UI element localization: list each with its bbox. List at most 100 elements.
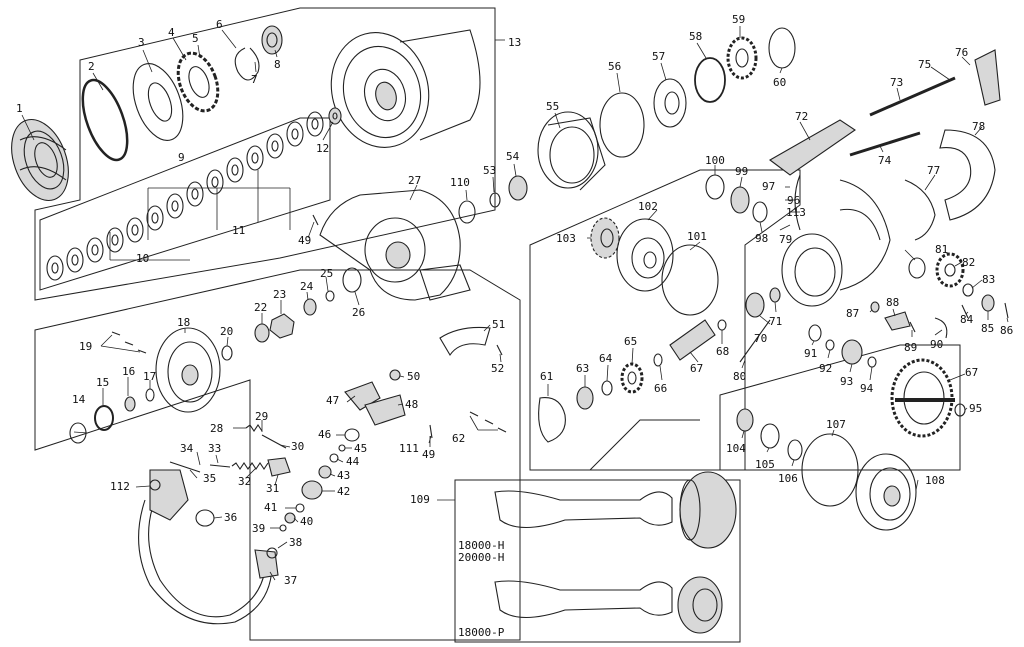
- callout-16: 16: [122, 365, 135, 378]
- part-17-drawing: [145, 388, 155, 402]
- part-53-drawing: [489, 192, 501, 208]
- part-87-drawing: [870, 301, 880, 313]
- callout-61: 61: [540, 370, 553, 383]
- screw-111-drawing: [429, 424, 433, 439]
- spool-shaft-collar-drawing: [537, 111, 606, 191]
- callout-62: 62: [452, 432, 465, 445]
- callout-67a: 67: [690, 362, 703, 375]
- screw-34-drawing: [169, 461, 201, 473]
- part-94-drawing: [867, 356, 877, 368]
- callout-92: 92: [819, 362, 832, 375]
- part-20-drawing: [221, 345, 233, 361]
- callout-109: 109: [410, 493, 430, 506]
- callout-38: 38: [289, 536, 302, 549]
- part-112-drawing: [149, 479, 161, 491]
- part-48-drawing: [364, 394, 406, 426]
- callout-37: 37: [284, 574, 297, 587]
- callout-24: 24: [300, 280, 314, 293]
- callout-97: 97: [762, 180, 775, 193]
- washer-group-box: [39, 117, 331, 291]
- callout-53: 53: [483, 164, 496, 177]
- callout-40: 40: [300, 515, 313, 528]
- callout-5: 5: [192, 32, 199, 45]
- callout-87: 87: [846, 307, 859, 320]
- callout-4: 4: [168, 26, 175, 39]
- plate-61-drawing: [538, 397, 566, 443]
- washer-57-drawing: [653, 78, 687, 128]
- spool-group-box: [34, 7, 496, 301]
- ring-60-drawing: [768, 27, 796, 69]
- ring-107-drawing: [801, 433, 859, 507]
- bushing-drawing: [261, 25, 283, 55]
- part-40-drawing: [284, 512, 296, 524]
- drive-gear-drawing: [890, 358, 955, 438]
- ring-56-drawing: [599, 92, 645, 158]
- part-71-drawing: [769, 287, 781, 303]
- callout-1: 1: [16, 102, 23, 115]
- part-81-drawing: [908, 257, 926, 279]
- bail-arm-drawing: [138, 469, 279, 625]
- part-24-drawing: [303, 298, 317, 316]
- callout-70: 70: [754, 332, 767, 345]
- callout-17: 17: [143, 370, 156, 383]
- callout-85: 85: [981, 322, 994, 335]
- callout-75: 75: [918, 58, 931, 71]
- callout-106: 106: [778, 472, 798, 485]
- screw-62c-drawing: [497, 427, 507, 433]
- callout-12: 12: [316, 142, 329, 155]
- callout-71: 71: [769, 315, 782, 328]
- screw-52-drawing: [496, 344, 503, 356]
- callout-43: 43: [337, 469, 350, 482]
- screw-49-drawing: [312, 214, 319, 226]
- bearing-70-drawing: [745, 292, 765, 318]
- callout-113: 113: [786, 206, 806, 219]
- callout-33: 33: [208, 442, 221, 455]
- callout-68: 68: [716, 345, 729, 358]
- callout-95: 95: [969, 402, 982, 415]
- callout-72: 72: [795, 110, 808, 123]
- callout-96: 96: [787, 194, 800, 207]
- reel-body-drawing: [769, 119, 891, 307]
- gear-65-drawing: [620, 362, 644, 394]
- bearing-99-drawing: [730, 186, 750, 214]
- callout-30: 30: [291, 440, 304, 453]
- nut-drawing: [328, 107, 342, 125]
- part-77-drawing: [904, 179, 936, 241]
- ring-98-drawing: [752, 201, 768, 223]
- shaft-74-drawing: [849, 131, 921, 157]
- callout-6: 6: [216, 18, 223, 31]
- part-45-drawing: [338, 444, 346, 452]
- callout-93: 93: [840, 375, 853, 388]
- callout-11: 11: [232, 224, 245, 237]
- callout-49b: 49: [422, 448, 435, 461]
- bearing-63-drawing: [576, 386, 594, 410]
- callout-27: 27: [408, 174, 421, 187]
- nut-23-drawing: [269, 313, 295, 339]
- ring-15-drawing: [94, 405, 114, 431]
- part-16-drawing: [124, 396, 136, 412]
- callout-20: 20: [220, 325, 233, 338]
- callout-98: 98: [755, 232, 768, 245]
- body-group-box: [529, 169, 801, 471]
- handle-p-drawing: [494, 576, 723, 634]
- callout-45: 45: [354, 442, 367, 455]
- callout-22: 22: [254, 301, 267, 314]
- bearing-104-drawing: [736, 408, 754, 432]
- part-44-drawing: [329, 453, 339, 463]
- part-92-drawing: [825, 339, 835, 351]
- callout-76: 76: [955, 46, 968, 59]
- callout-64: 64: [599, 352, 613, 365]
- ring-101-drawing: [661, 244, 719, 316]
- handle-variants-box: [454, 479, 741, 643]
- part-102-drawing: [616, 218, 674, 292]
- callout-89: 89: [904, 341, 917, 354]
- callout-77: 77: [927, 164, 940, 177]
- callout-88: 88: [886, 296, 899, 309]
- callout-10: 10: [136, 252, 149, 265]
- rotor-plate-drawing: [155, 327, 221, 413]
- washer-105-drawing: [760, 423, 780, 449]
- leader-lines: [21, 26, 1009, 581]
- callout-73: 73: [890, 76, 903, 89]
- callout-51: 51: [492, 318, 505, 331]
